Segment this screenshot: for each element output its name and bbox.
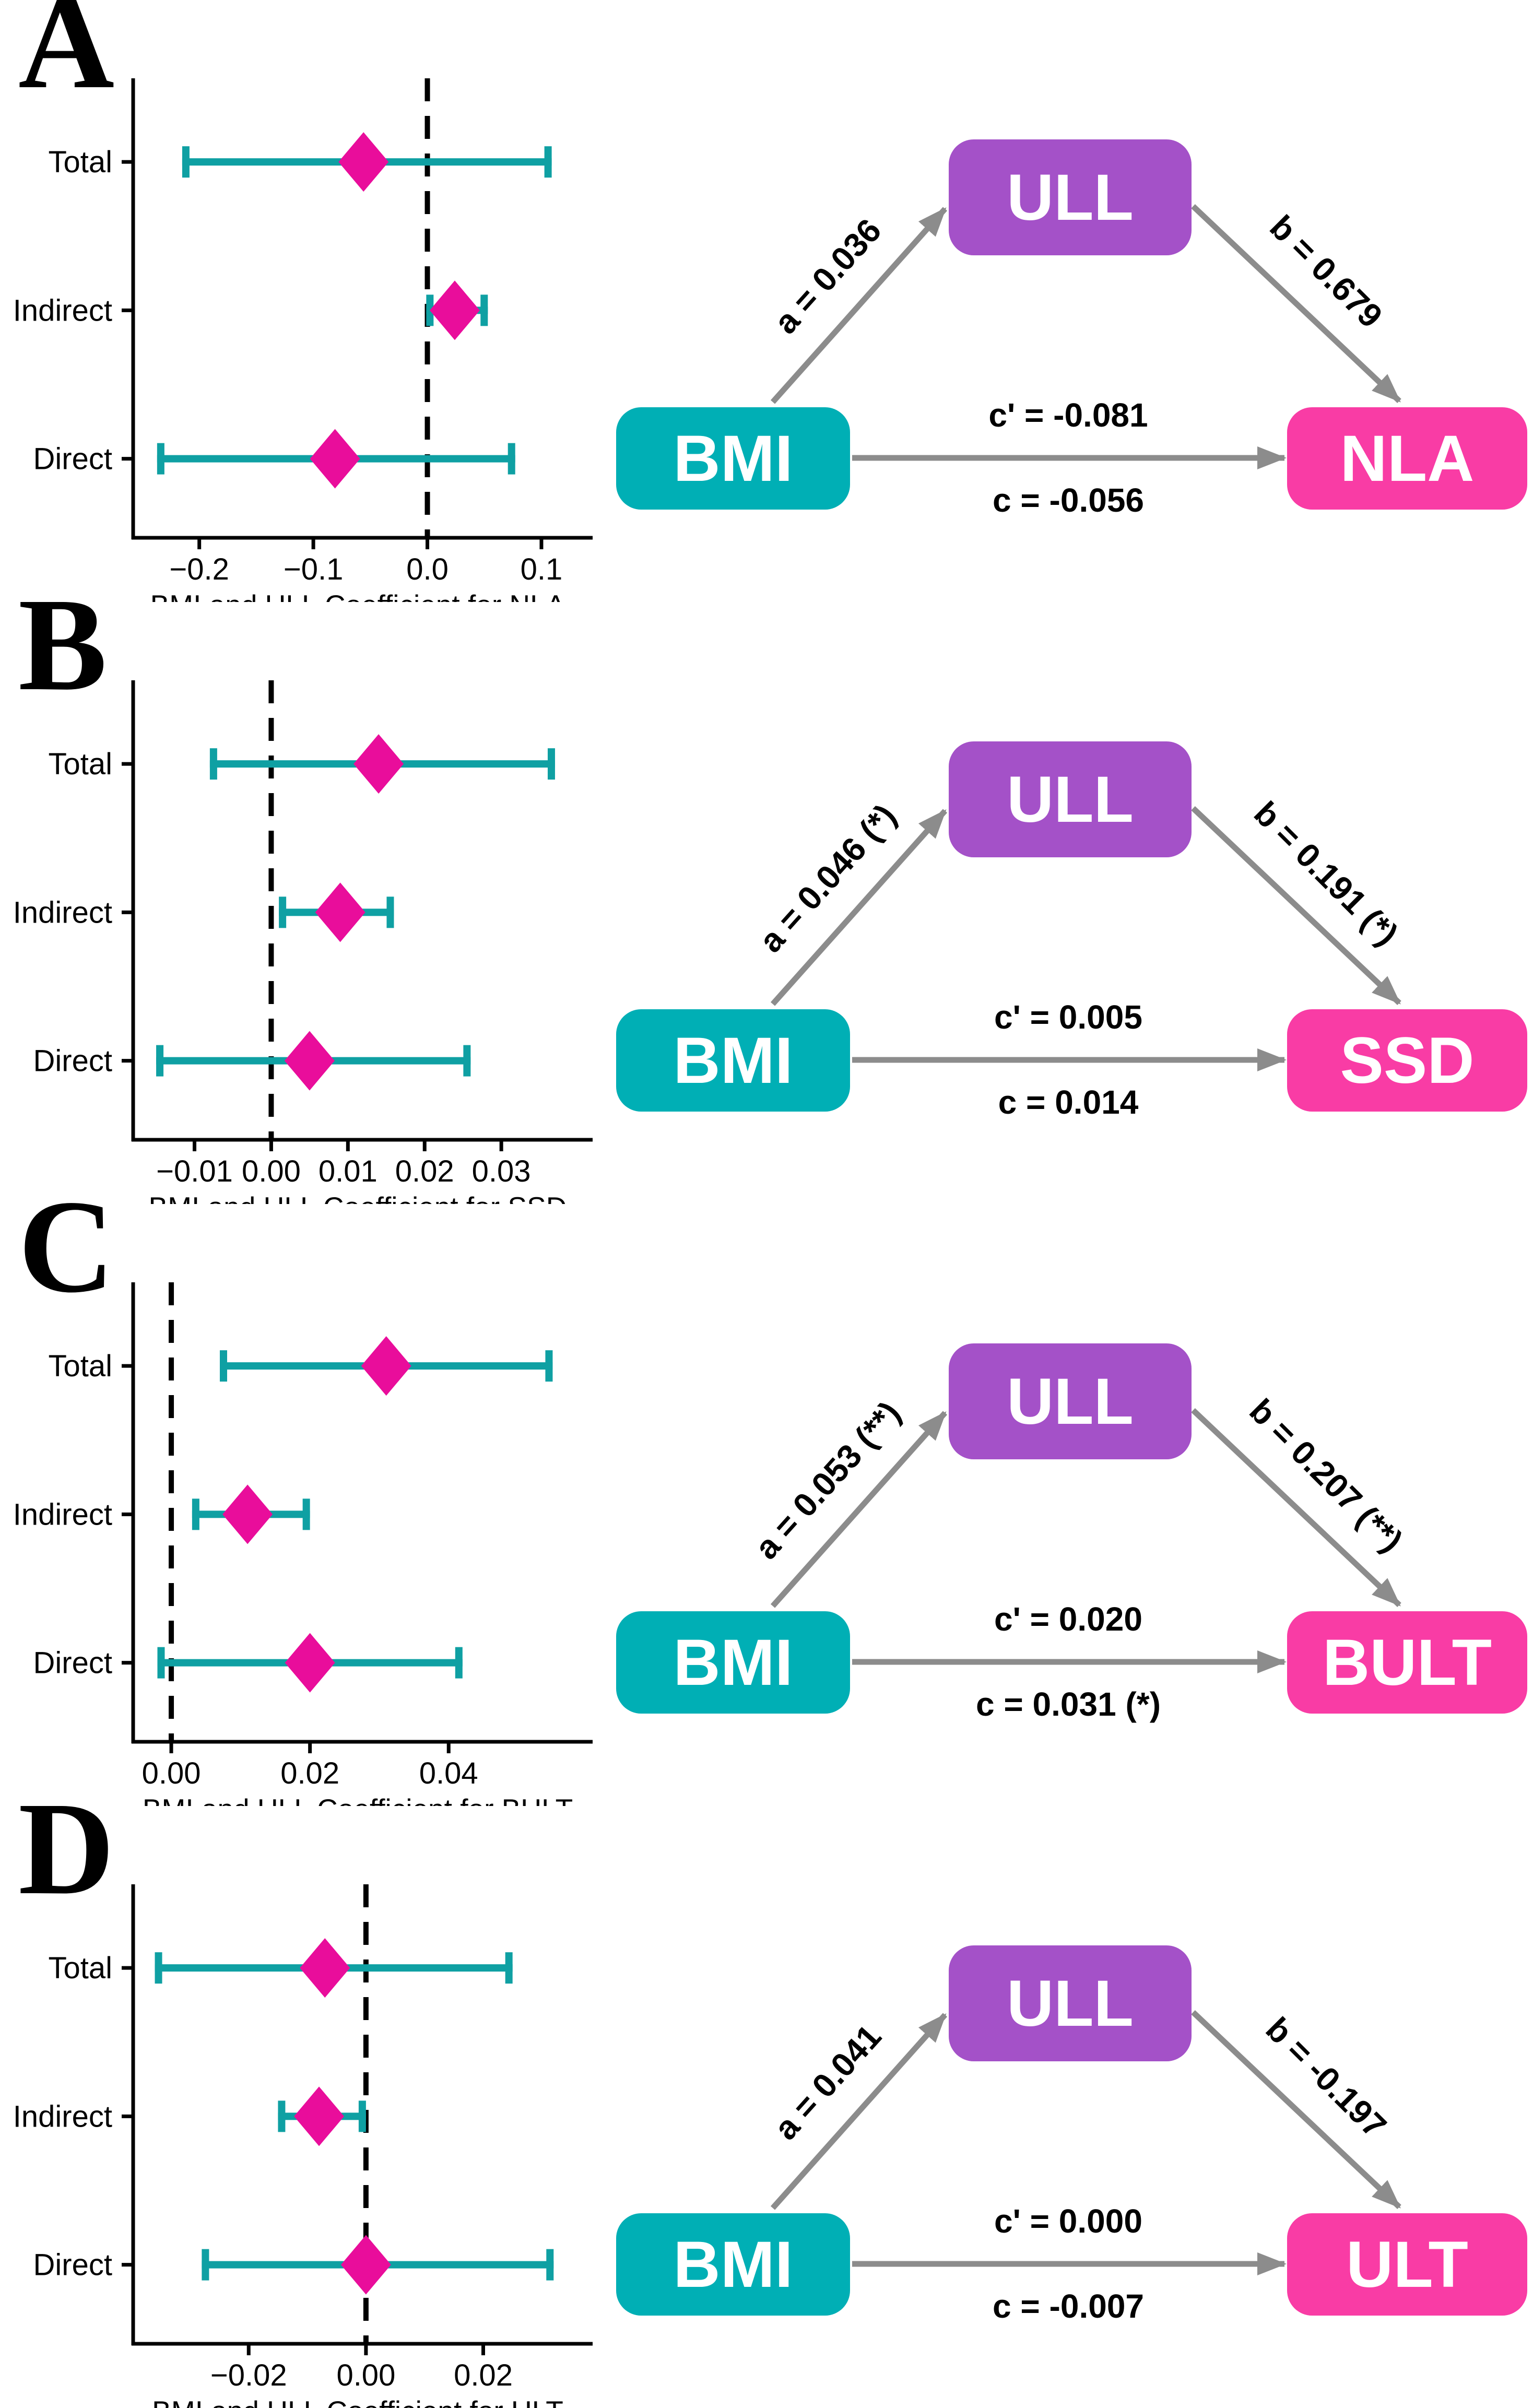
mediator-node: ULL [949, 1945, 1192, 2061]
exposure-node: BMI [616, 2213, 850, 2316]
forest-plot-svg: 0.00 0.02 0.04BMI and ULL Coefficient for … [13, 1282, 593, 1806]
panel-label-b: B [18, 571, 108, 718]
mediator-node: ULL [949, 741, 1192, 857]
path-c-prime-label: c' = -0.081 [988, 396, 1148, 434]
svg-text:0.04: 0.04 [419, 1756, 478, 1790]
svg-text:0.02: 0.02 [280, 1756, 339, 1790]
svg-text:Indirect: Indirect [13, 293, 112, 327]
panel-label-d: D [18, 1775, 115, 1922]
forest-plot-svg: −0.2 −0.1 0.0 0.1BMI and ULL Coefficient fo… [13, 78, 593, 602]
svg-text:Total: Total [48, 747, 112, 781]
svg-text:0.00: 0.00 [336, 2358, 395, 2392]
svg-text:0.02: 0.02 [454, 2358, 513, 2392]
svg-text:0.00: 0.00 [242, 1154, 301, 1188]
mediation-diagram-ult: ULL BMI ULT a = 0.041 b = -0.197 c' = 0.… [616, 1806, 1533, 2408]
svg-text:Total: Total [48, 145, 112, 179]
svg-text:Indirect: Indirect [13, 895, 112, 929]
svg-text:0.1: 0.1 [521, 552, 563, 586]
svg-text:Indirect: Indirect [13, 2099, 112, 2133]
forest-plot-svg: −0.02 0.00 0.02BMI and ULL Coefficient for… [13, 1884, 593, 2408]
svg-text:Indirect: Indirect [13, 1497, 112, 1531]
forest-plot-ult: −0.02 0.00 0.02BMI and ULL Coefficient for… [0, 1806, 616, 2408]
mediation-arrows [770, 204, 1401, 469]
panel-c: C 0.000.020.04BMI and ULL Coefficient fo… [0, 1181, 1533, 1806]
svg-text:Direct: Direct [33, 1044, 112, 1078]
path-c-label: c = -0.056 [993, 481, 1144, 519]
forest-plot-ssd: −0.01 0.00 0.01 0.02 0.03BMI and ULL Coeffic… [0, 602, 616, 1204]
exposure-node: BMI [616, 407, 850, 510]
path-c-label: c = 0.031 (*) [976, 1685, 1161, 1723]
panel-b: B −0.010.000.010.020.03BMI and ULL Coeff… [0, 579, 1533, 1204]
svg-text:Total: Total [48, 1951, 112, 1985]
panel-label-c: C [18, 1173, 115, 1320]
forest-plot-nla: −0.2 −0.1 0.0 0.1BMI and ULL Coefficient fo… [0, 0, 616, 602]
forest-plot-svg: −0.01 0.00 0.01 0.02 0.03BMI and ULL Coeffic… [13, 680, 593, 1204]
outcome-node: BULT [1287, 1611, 1527, 1714]
mediation-arrows [770, 1408, 1401, 1673]
panel-a: A −0.2 −0.1 0.0 0.1BMI and ULL Coefficient … [0, 0, 1533, 602]
svg-text:0.0: 0.0 [406, 552, 449, 586]
svg-text:−0.1: −0.1 [284, 552, 344, 586]
svg-text:−0.01: −0.01 [156, 1154, 233, 1188]
svg-text:Direct: Direct [33, 442, 112, 476]
path-c-prime-label: c' = 0.000 [994, 2202, 1142, 2240]
svg-text:0.03: 0.03 [472, 1154, 531, 1188]
forest-plot-bult: 0.00 0.02 0.04BMI and ULL Coefficient for … [0, 1204, 616, 1806]
svg-text:BMI and ULL Coefficient for SS: BMI and ULL Coefficient for SSD [149, 1191, 567, 1204]
svg-text:BMI and ULL Coefficient for NL: BMI and ULL Coefficient for NLA [150, 589, 565, 602]
outcome-node: ULT [1287, 2213, 1527, 2316]
svg-text:0.02: 0.02 [395, 1154, 454, 1188]
path-c-label: c = 0.014 [998, 1083, 1139, 1121]
exposure-node: BMI [616, 1009, 850, 1112]
mediation-arrows [770, 806, 1401, 1071]
outcome-node: SSD [1287, 1009, 1527, 1112]
panel-d: D −0.020.000.02BMI and ULL Coefficient f… [0, 1783, 1533, 2408]
svg-text:0.01: 0.01 [319, 1154, 378, 1188]
exposure-node: BMI [616, 1611, 850, 1714]
mediation-diagram-ssd: ULL BMI SSD a = 0.046 (*) b = 0.191 (*) … [616, 602, 1533, 1204]
svg-text:Direct: Direct [33, 1646, 112, 1680]
mediator-node: ULL [949, 1343, 1192, 1459]
outcome-node: NLA [1287, 407, 1527, 510]
svg-text:Total: Total [48, 1349, 112, 1383]
svg-text:−0.02: −0.02 [210, 2358, 287, 2392]
mediation-diagram-bult: ULL BMI BULT a = 0.053 (**) b = 0.207 (*… [616, 1204, 1533, 1806]
svg-text:−0.2: −0.2 [169, 552, 229, 586]
path-c-prime-label: c' = 0.005 [994, 998, 1142, 1036]
svg-text:0.00: 0.00 [142, 1756, 201, 1790]
mediation-arrows [770, 2010, 1401, 2275]
mediation-diagram-nla: ULL BMI NLA a = 0.036 b = 0.679 c' = -0.… [616, 0, 1533, 602]
panel-label-a: A [18, 0, 115, 116]
path-c-label: c = -0.007 [993, 2287, 1144, 2325]
svg-text:BMI and ULL Coefficient for BU: BMI and ULL Coefficient for BULT [143, 1793, 573, 1806]
svg-text:BMI and ULL Coefficient for UL: BMI and ULL Coefficient for ULT [152, 2395, 563, 2408]
svg-text:Direct: Direct [33, 2248, 112, 2282]
path-c-prime-label: c' = 0.020 [994, 1600, 1142, 1638]
mediator-node: ULL [949, 139, 1192, 255]
